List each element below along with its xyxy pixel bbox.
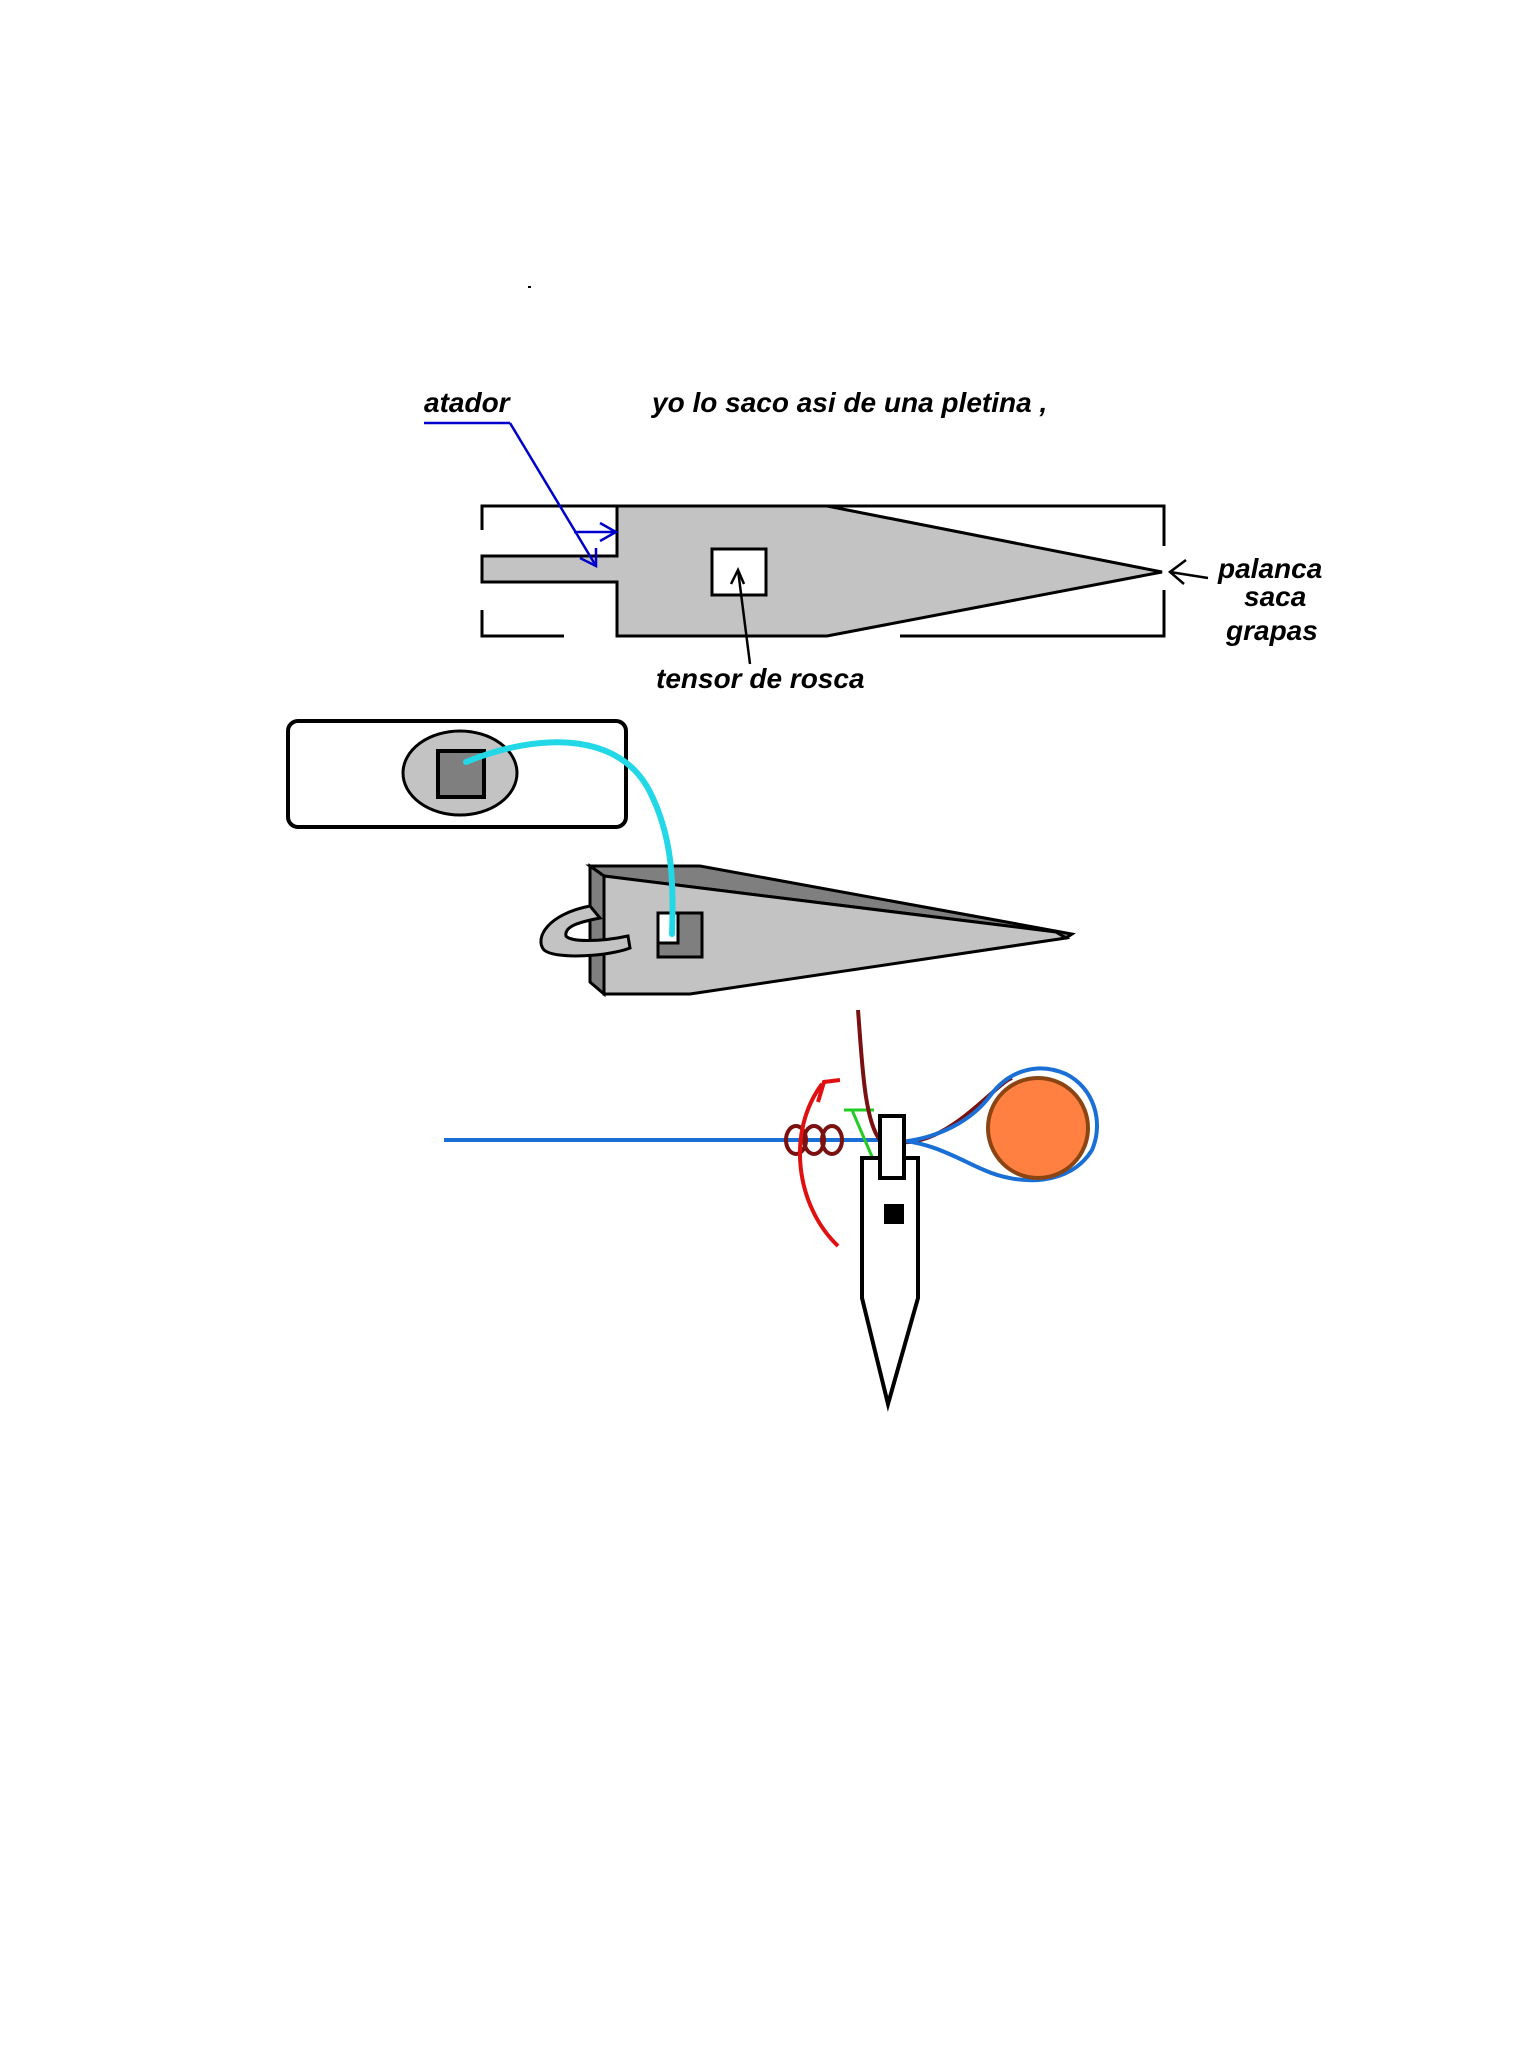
bolt-square-nut [436,749,486,799]
atador-pointer [424,421,619,569]
heading-text: yo lo saco asi de una pletina , [650,387,1047,418]
plate-outline-bracket [480,504,1166,638]
needle-tool [860,1114,920,1412]
knot-coils [784,1124,844,1156]
palanca-pointer-arrow [1168,559,1209,585]
lever-3d [539,863,1076,998]
tensor-label: tensor de rosca [656,663,865,694]
blue-loop-around-spool [889,1066,1099,1183]
tensor-pointer-arrow [729,567,752,665]
plate-body-top-view [480,504,1163,638]
stray-dot [528,286,531,288]
palanca-label-line3: grapas [1225,615,1318,646]
lever-square-hole [656,911,704,959]
cyan-connector-wire [463,739,676,937]
atador-label: atador [424,387,512,418]
palanca-label-line1: palanca [1217,553,1322,584]
palanca-label-line2: saca [1244,581,1306,612]
red-rotation-arrow [797,1078,841,1248]
orange-spool [986,1076,1090,1180]
needle-square-hole [884,1204,904,1224]
